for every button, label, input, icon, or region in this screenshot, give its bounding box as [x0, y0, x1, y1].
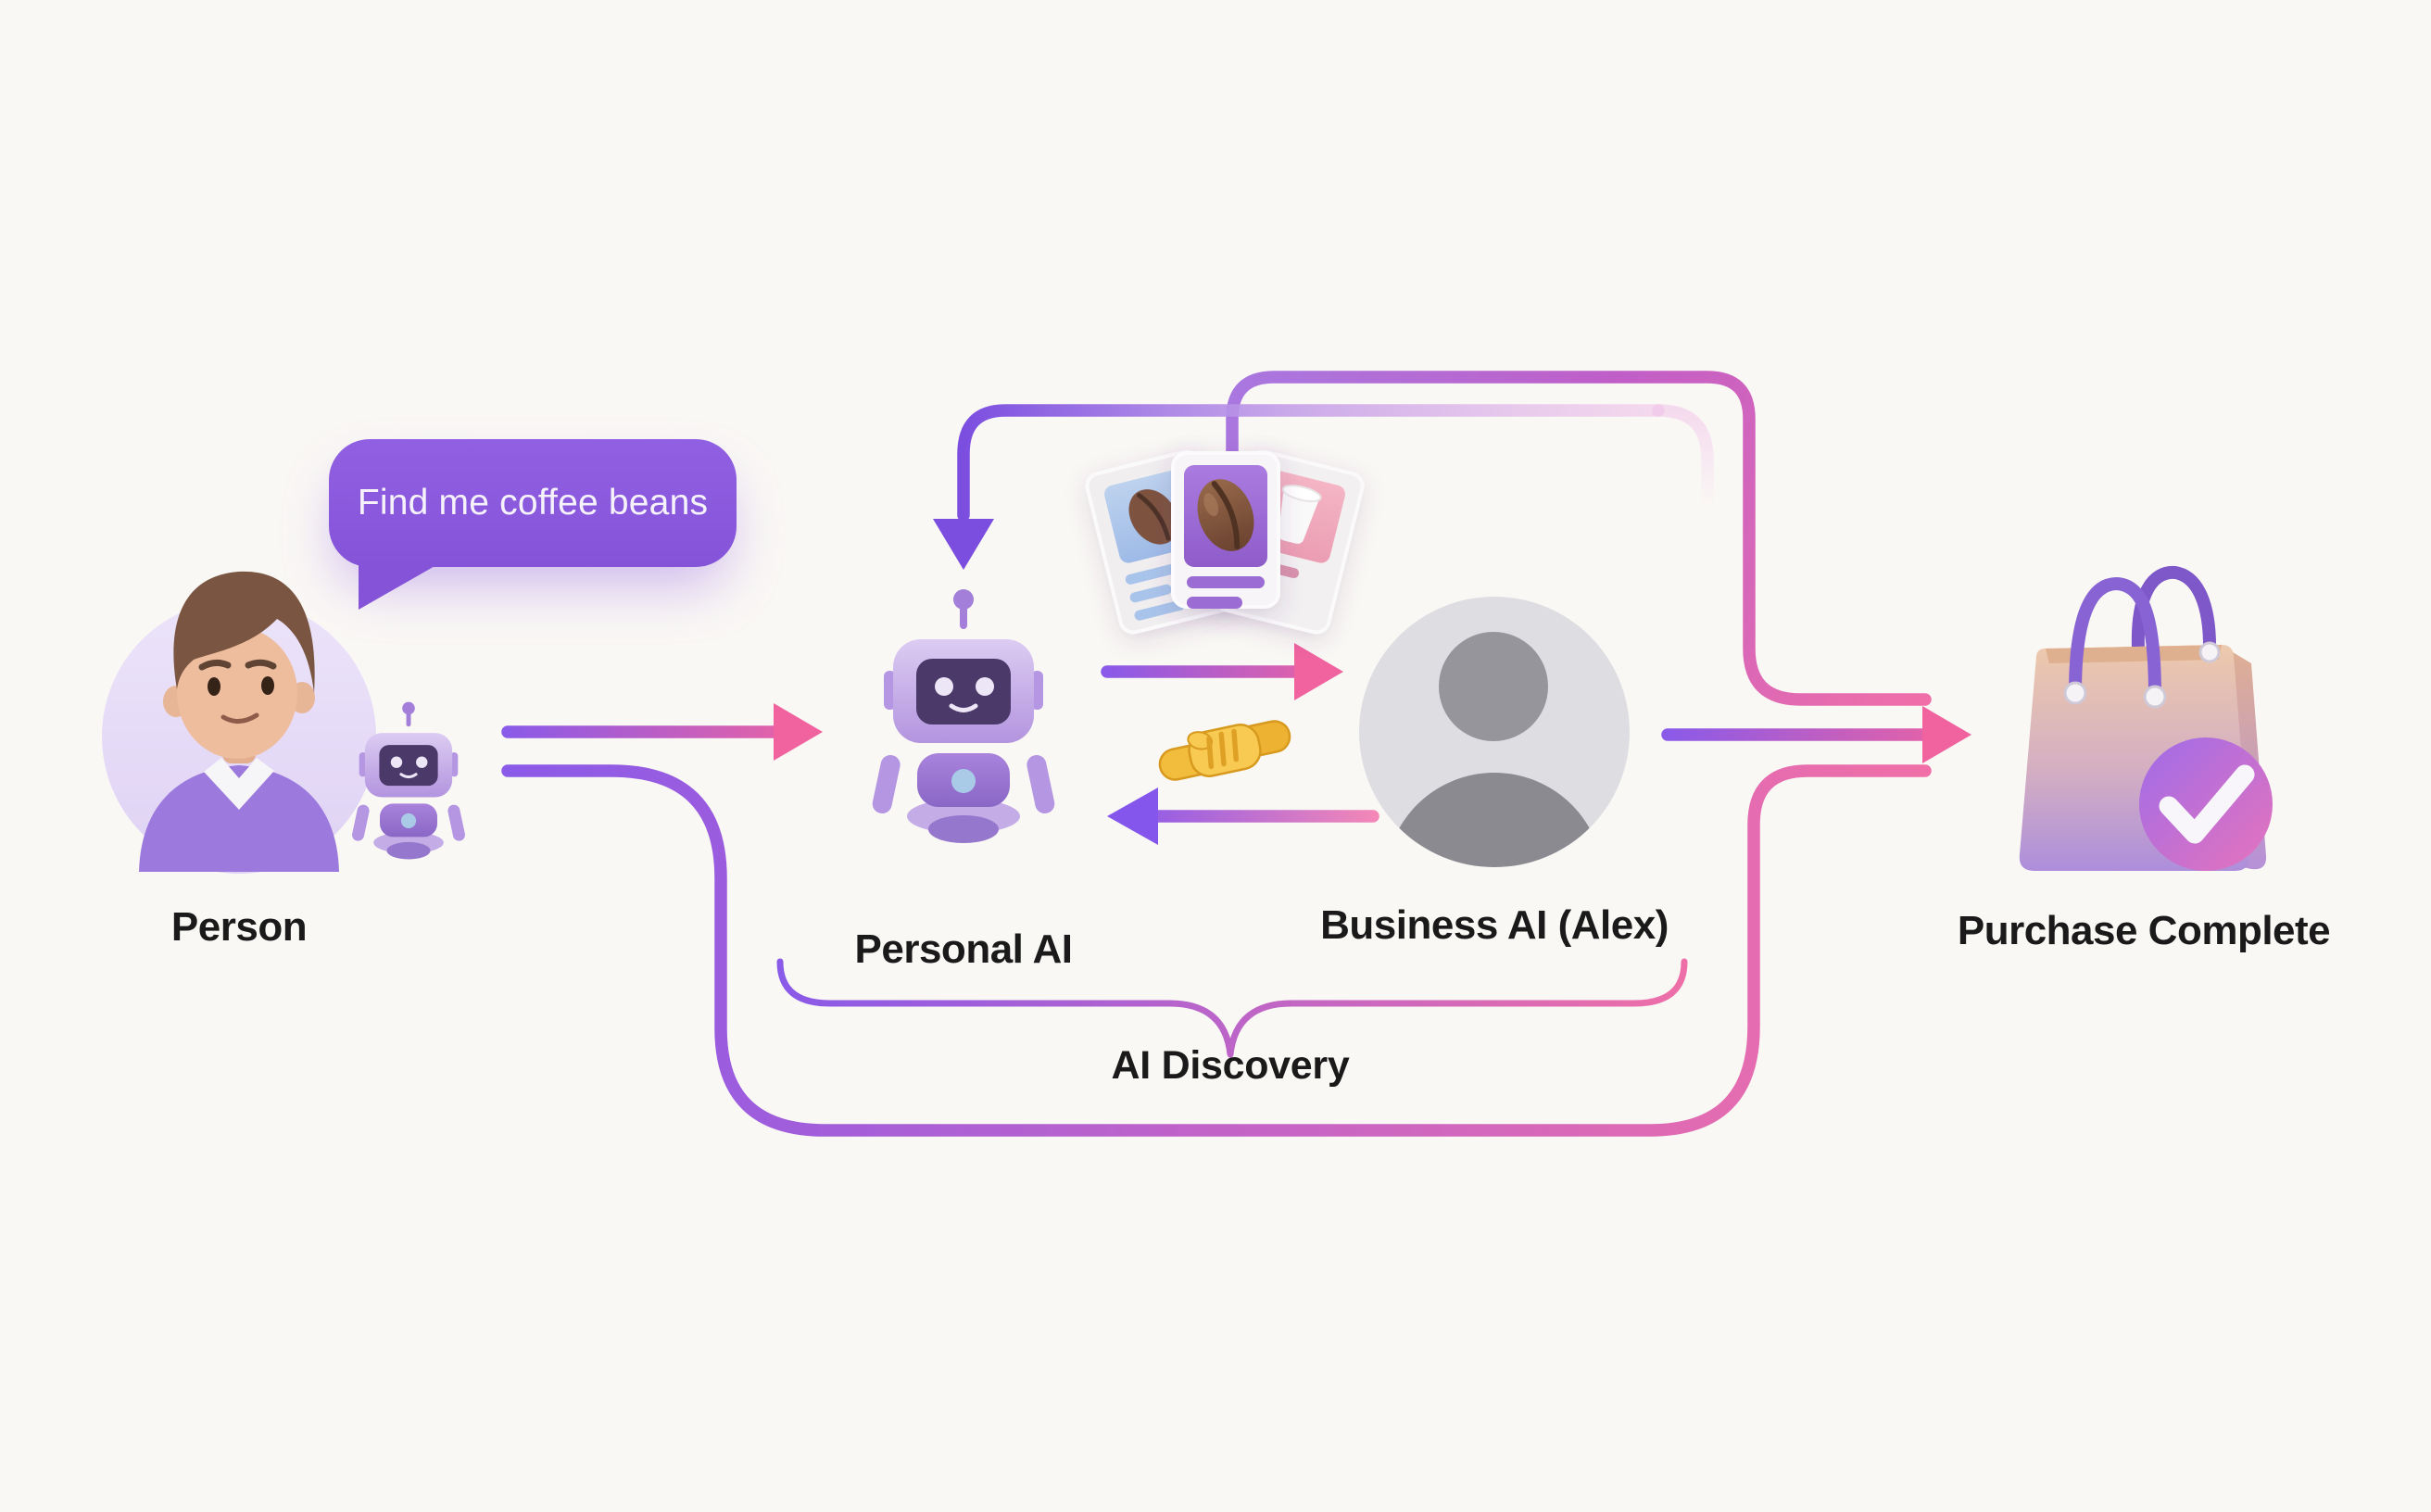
person-brow-right [245, 659, 277, 670]
handshake-icon [1158, 720, 1291, 781]
label-business-ai: Business AI (Alex) [1320, 902, 1669, 948]
bag-grommet-middle [2143, 685, 2167, 709]
shopping-bag-check-icon [2019, 565, 2273, 871]
person-collar [204, 758, 274, 810]
business-ai-avatar [1359, 597, 1630, 867]
person-hair [173, 571, 315, 693]
person-mouth [220, 712, 259, 724]
return-line-to-personal-ai [957, 404, 1665, 522]
person-avatar [102, 571, 376, 874]
bag-top-lip [2046, 645, 2222, 663]
person-eye-right [261, 676, 274, 695]
person-brow-left [198, 659, 232, 671]
connector-lines [501, 371, 1971, 1137]
return-line-fade-tail [1652, 404, 1714, 507]
ai-discovery-brace [776, 958, 1688, 1058]
return-arrowhead-down-icon [933, 519, 994, 570]
arrowhead-business-to-personal-icon [1107, 788, 1158, 845]
label-purchase: Purchase Complete [1957, 908, 2331, 953]
check-icon [2159, 764, 2255, 844]
label-personal-ai: Personal AI [854, 926, 1073, 972]
speech-bubble: Find me coffee beans [329, 439, 737, 610]
business-avatar-head [1439, 632, 1548, 741]
purchase-check-badge [2139, 737, 2273, 871]
business-avatar-shoulders [1385, 773, 1604, 867]
bag-grommet-left [2063, 681, 2087, 705]
top-loop-path [1226, 371, 1932, 706]
bag-front-handle [2069, 576, 2161, 703]
arrowhead-personal-to-business-icon [1294, 643, 1343, 700]
speech-bubble-text: Find me coffee beans [357, 483, 709, 523]
label-person: Person [170, 904, 308, 950]
discovery-loop-path [501, 764, 1932, 1137]
personal-ai-robot-icon [871, 589, 1057, 843]
person-face [177, 627, 297, 759]
person-sweater [139, 765, 339, 872]
listing-card-center [1171, 451, 1280, 609]
coffee-listing-cards-icon [1085, 449, 1365, 635]
bag-grommet-back [2198, 641, 2221, 663]
label-ai-discovery: AI Discovery [1111, 1043, 1350, 1088]
arrowhead-business-to-purchase-icon [1922, 706, 1971, 763]
person-eye-left [208, 677, 220, 696]
arrowhead-person-to-personal-ai-icon [774, 703, 823, 761]
speech-bubble-tail [359, 565, 436, 610]
